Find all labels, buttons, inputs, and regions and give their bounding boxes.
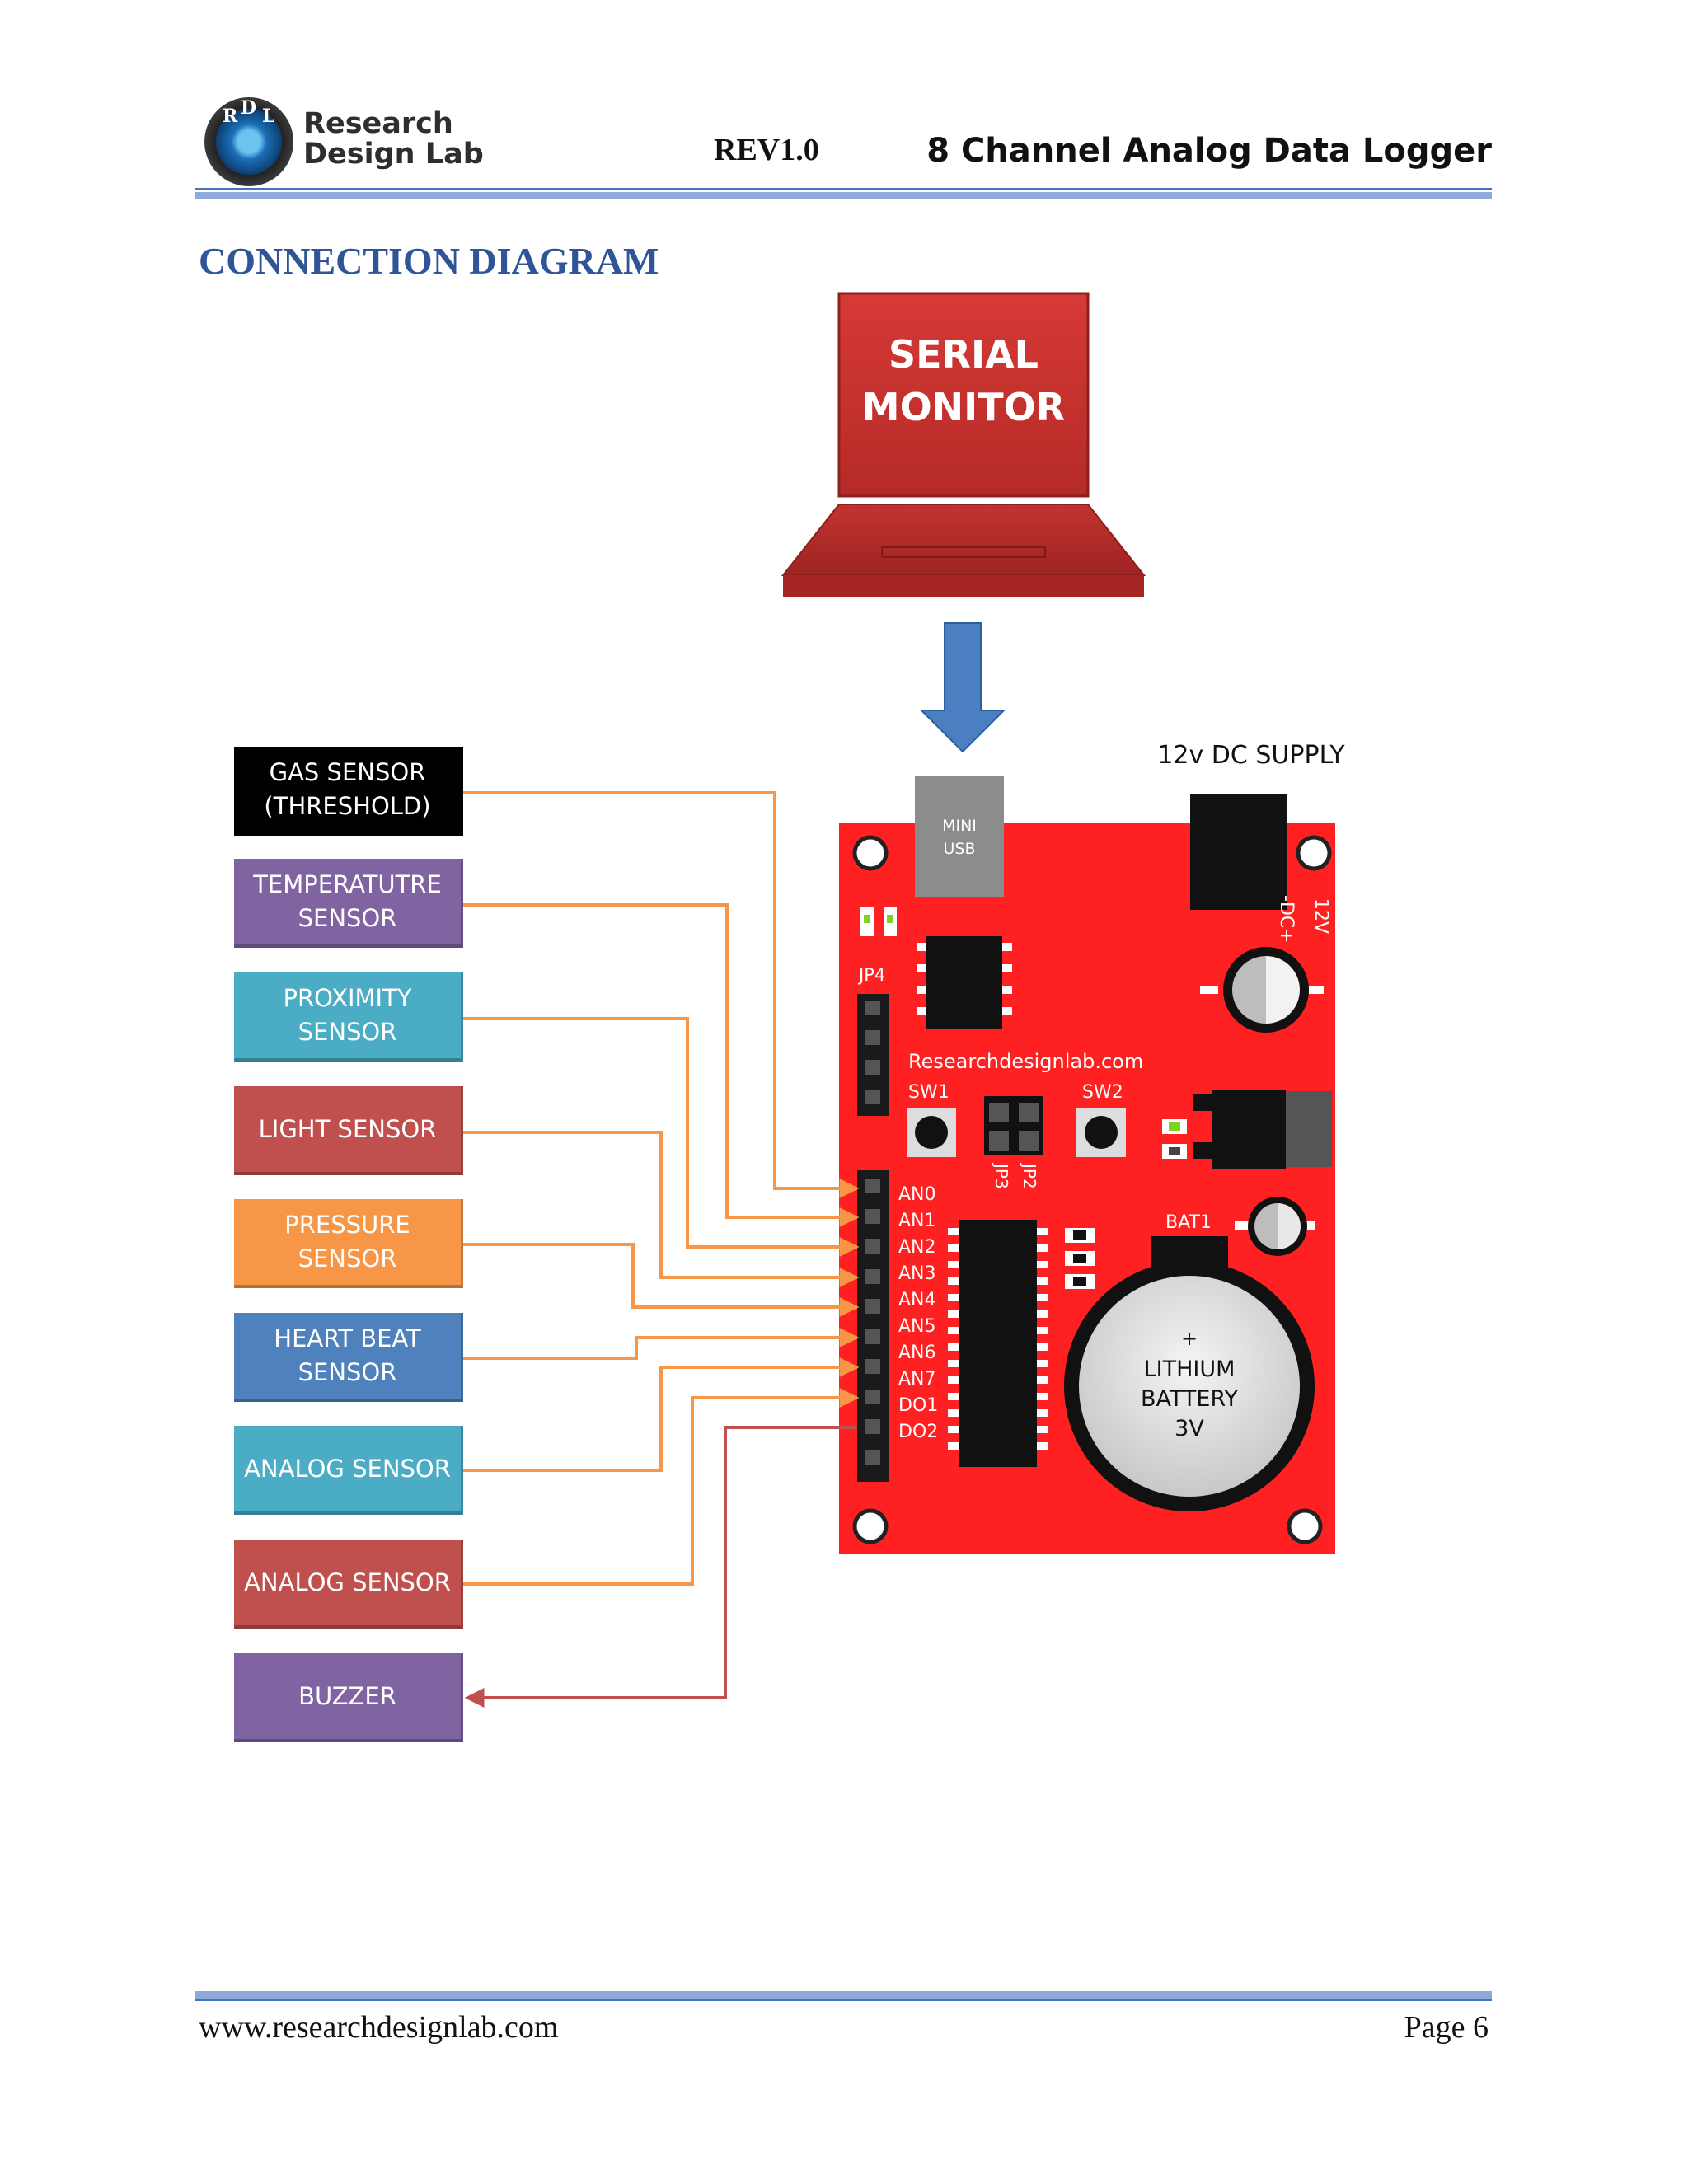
- dc-supply-label: 12v DC SUPPLY: [1157, 741, 1345, 770]
- pin-labels: AN0 AN1 AN2 AN3 AN4 AN5 AN6 AN7 DO1 DO2: [898, 1184, 938, 1442]
- sensor-analog-2: ANALOG SENSOR: [234, 1540, 463, 1629]
- serial-monitor: SERIAL MONITOR: [781, 292, 1146, 597]
- wire-an4: [463, 1243, 860, 1317]
- wire-an7: [463, 1388, 860, 1586]
- dc-12v-label: 12V: [1311, 898, 1331, 934]
- footer-rule-thick: [195, 1991, 1492, 1999]
- pin-label: AN0: [898, 1184, 936, 1205]
- pin-label: DO1: [898, 1395, 938, 1416]
- rdl-logo: R D L: [204, 97, 293, 186]
- pin-label: AN4: [898, 1290, 936, 1310]
- down-arrow-icon: [919, 622, 1006, 753]
- pin-label: AN5: [898, 1316, 936, 1337]
- ic-main: [948, 1220, 1048, 1467]
- wire-an2: [463, 1017, 860, 1257]
- usb-label-2: USB: [943, 840, 975, 858]
- logger-board: MINI USB 12V -DC+ JP4: [839, 776, 1335, 1554]
- header-rule-thick: [195, 192, 1492, 199]
- sensor-heart-beat: HEART BEAT SENSOR: [234, 1313, 463, 1402]
- pin-label: AN2: [898, 1237, 936, 1258]
- jp2-label: JP2: [1020, 1162, 1039, 1189]
- battery-label-1: LITHIUM: [1144, 1357, 1236, 1382]
- sensor-analog-1: ANALOG SENSOR: [234, 1426, 463, 1515]
- pin-label: AN3: [898, 1263, 936, 1284]
- pin-label: AN6: [898, 1343, 936, 1363]
- pin-label: AN1: [898, 1211, 936, 1231]
- mounting-hole: [1287, 1508, 1323, 1544]
- wire-an3: [463, 1131, 860, 1287]
- voltage-regulator: [1193, 1090, 1332, 1169]
- footer-rule-thin: [195, 1999, 1492, 2001]
- mounting-hole: [852, 1508, 889, 1544]
- analog-header: [857, 1170, 889, 1482]
- bat1-label: BAT1: [1165, 1212, 1212, 1233]
- laptop-keyboard-base: [781, 504, 1146, 576]
- sensor-temperature: TEMPERATUTRE SENSOR: [234, 859, 463, 948]
- bat1-component: [1235, 1197, 1315, 1256]
- mini-usb-connector: [915, 776, 1004, 897]
- lithium-battery: + LITHIUM BATTERY 3V: [1064, 1236, 1315, 1511]
- header-rule-thin: [195, 188, 1492, 190]
- battery-label-2: BATTERY: [1141, 1386, 1239, 1412]
- pin-label: AN7: [898, 1369, 936, 1390]
- sw2-label: SW2: [1082, 1082, 1123, 1103]
- page-number: Page 6: [1404, 2010, 1489, 2045]
- buzzer: BUZZER: [234, 1653, 463, 1742]
- pin-label: DO2: [898, 1422, 938, 1442]
- sensor-proximity: PROXIMITY SENSOR: [234, 972, 463, 1062]
- laptop-trackpad: [881, 546, 1046, 558]
- wire-an0: [463, 791, 860, 1198]
- brand-line-2: Design Lab: [303, 138, 484, 171]
- logo-letter-d: D: [241, 97, 257, 119]
- usb-label-1: MINI: [942, 817, 977, 835]
- battery-label-3: 3V: [1175, 1416, 1204, 1441]
- jumpers: [984, 1096, 1043, 1155]
- dc-jack: [1190, 794, 1287, 910]
- wire-do1-buzzer: [464, 1426, 857, 1708]
- footer-url: www.researchdesignlab.com: [199, 2010, 559, 2045]
- sensor-light: LIGHT SENSOR: [234, 1086, 463, 1175]
- mounting-hole: [1296, 835, 1332, 871]
- website-label: Researchdesignlab.com: [908, 1050, 1143, 1073]
- monitor-screen: [837, 292, 1090, 498]
- document-title: 8 Channel Analog Data Logger: [926, 132, 1492, 170]
- wire-an6: [463, 1357, 860, 1472]
- capacitor: [1200, 947, 1324, 1033]
- sw1-label: SW1: [908, 1082, 950, 1103]
- jp3-label: JP3: [992, 1162, 1011, 1189]
- monitor-label-2: MONITOR: [862, 385, 1065, 429]
- battery-plus: +: [1181, 1327, 1198, 1350]
- wire-an1: [463, 903, 860, 1227]
- dc-polarity-label: -DC+: [1276, 895, 1296, 944]
- wire-an5: [463, 1328, 860, 1360]
- revision-label: REV1.0: [714, 133, 819, 167]
- laptop-base-edge: [783, 575, 1144, 597]
- resistors: [1065, 1228, 1095, 1289]
- mounting-hole: [852, 835, 889, 871]
- jp4-header: [857, 994, 889, 1116]
- monitor-label-1: SERIAL: [889, 332, 1039, 377]
- ic-small: [917, 936, 1012, 1029]
- jp4-label: JP4: [857, 965, 885, 985]
- logo-letter-r: R: [223, 105, 238, 127]
- section-title: CONNECTION DIAGRAM: [199, 240, 659, 282]
- sensor-gas: GAS SENSOR (THRESHOLD): [234, 747, 463, 836]
- brand-line-1: Research: [303, 107, 453, 140]
- logo-letter-l: L: [262, 105, 275, 127]
- sensor-pressure: PRESSURE SENSOR: [234, 1199, 463, 1288]
- sensor-wires: [463, 791, 860, 1586]
